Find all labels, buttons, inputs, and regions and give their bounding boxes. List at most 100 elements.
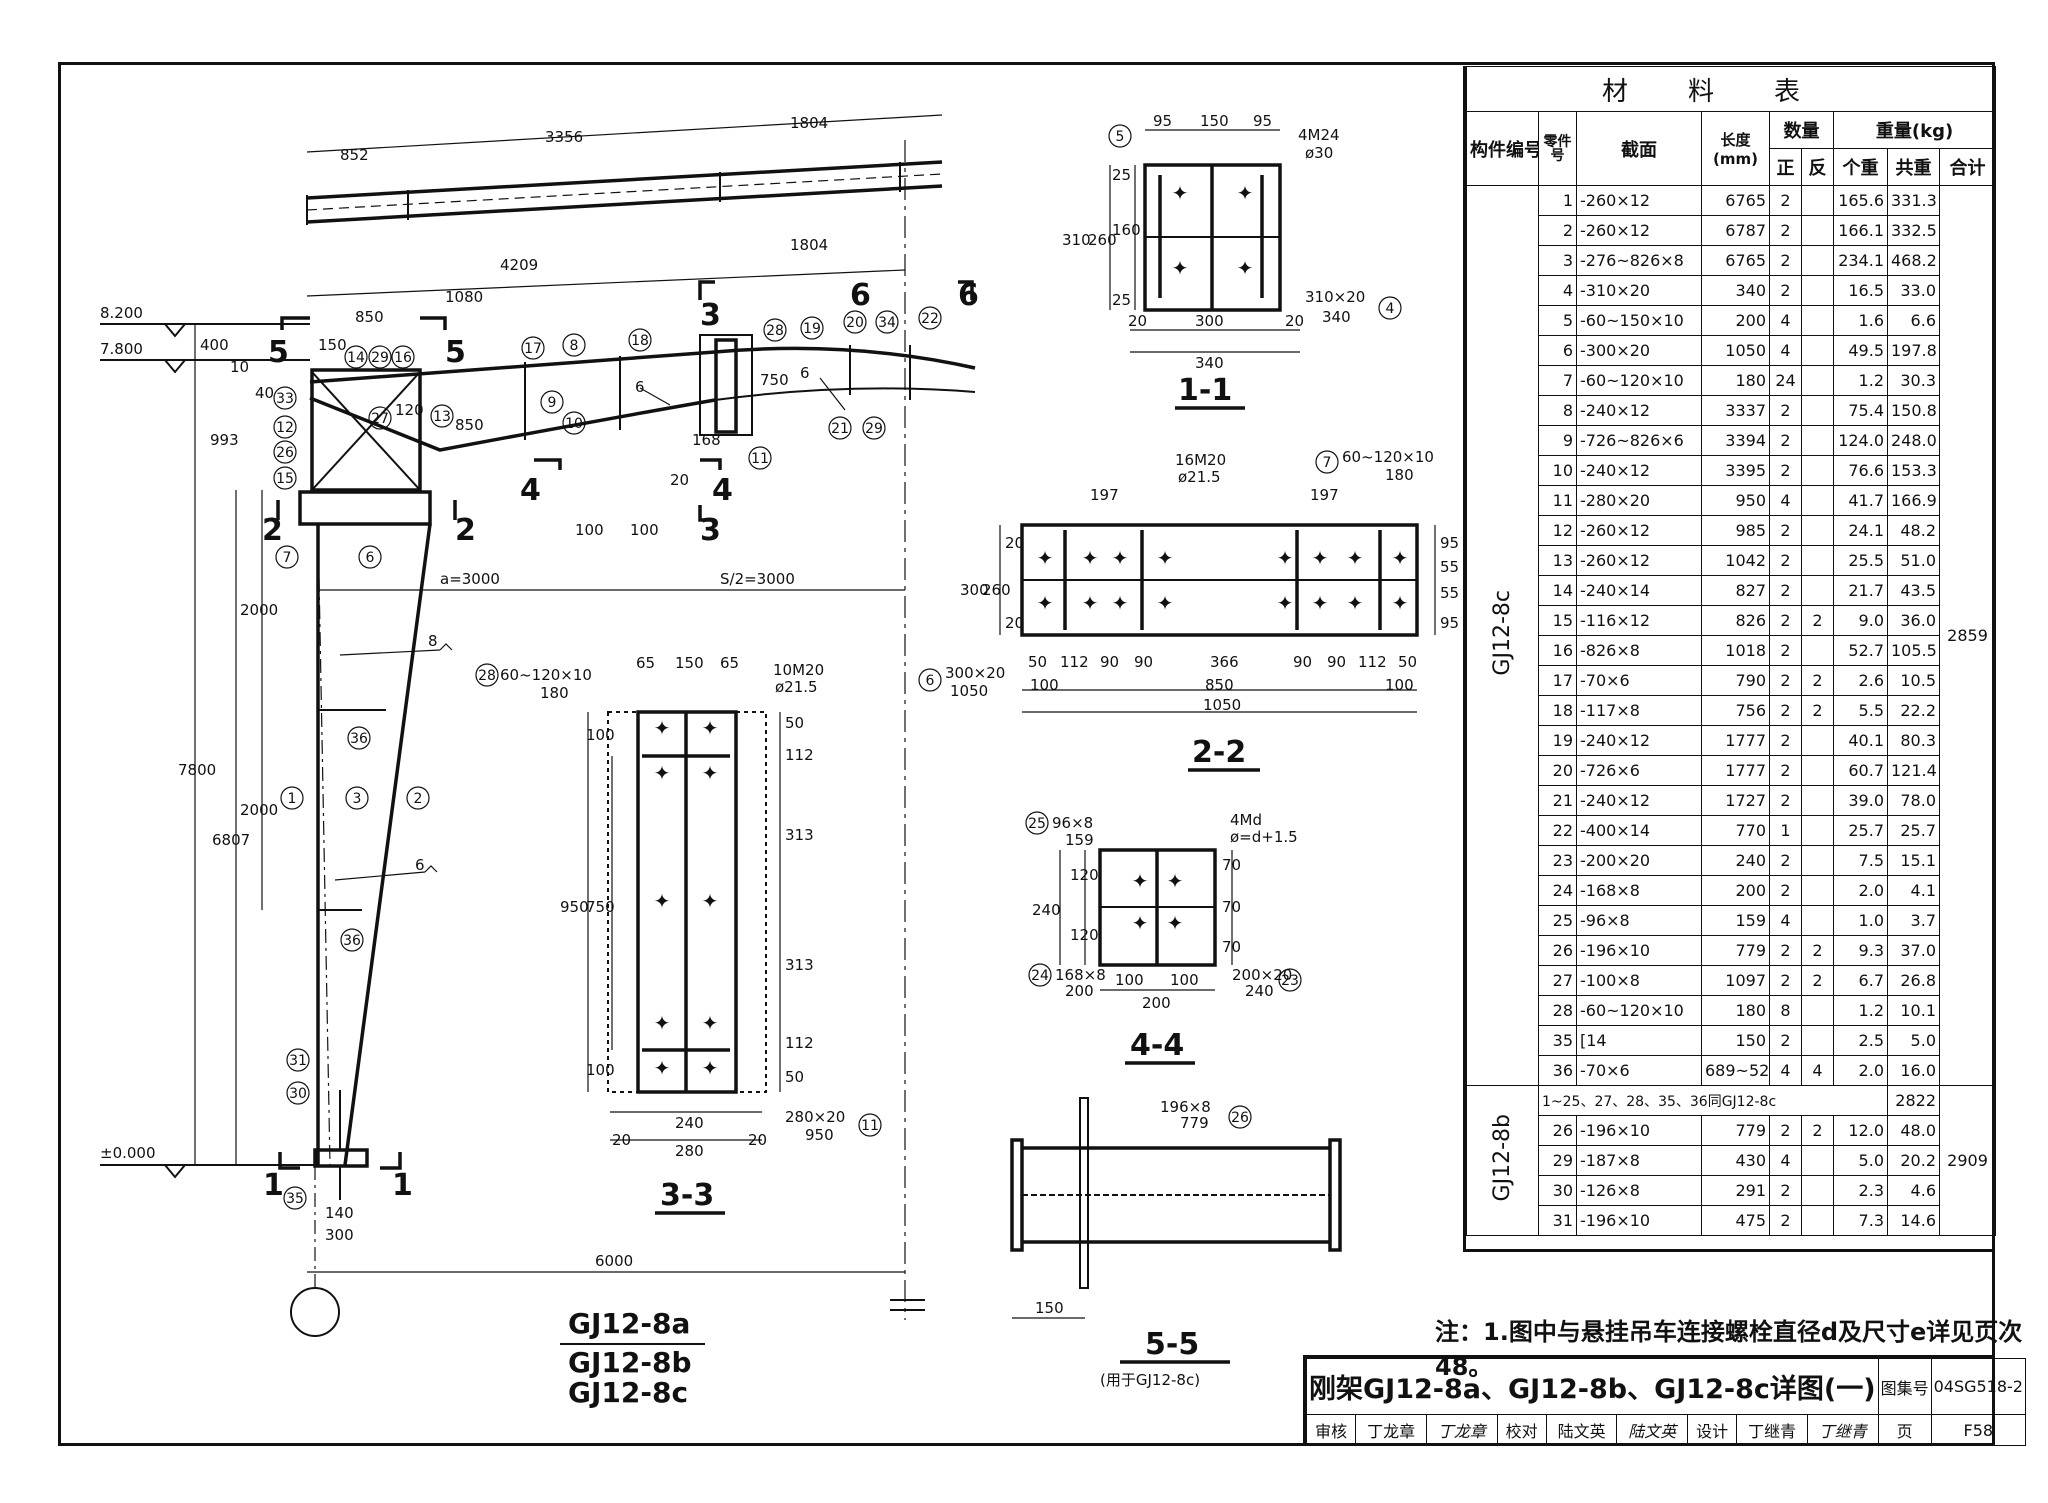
cell-length: 1042	[1701, 545, 1770, 576]
shared-weight: 2822	[1887, 1085, 1940, 1116]
cell-length: 1777	[1701, 725, 1770, 756]
cell-length: 3394	[1701, 425, 1770, 456]
dim-100a: 100	[575, 521, 604, 539]
s11-dim-95b: 95	[1253, 112, 1272, 130]
cell-part-no: 10	[1538, 455, 1577, 486]
cell-weight-each: 6.7	[1833, 965, 1888, 996]
cell-weight-each: 40.1	[1833, 725, 1888, 756]
svg-text:3: 3	[353, 791, 362, 807]
cell-qty-pos: 2	[1769, 605, 1802, 636]
cell-section: -187×8	[1576, 1145, 1702, 1176]
cell-qty-pos: 2	[1769, 455, 1802, 486]
cell-weight-total: 6.6	[1887, 305, 1940, 336]
svg-text:✦: ✦	[1277, 591, 1294, 615]
cell-weight-each: 7.3	[1833, 1205, 1888, 1236]
cell-length: 827	[1701, 575, 1770, 606]
svg-text:24: 24	[1031, 968, 1049, 984]
elevation-7800: 7.800	[100, 340, 143, 358]
cell-part-no: 20	[1538, 755, 1577, 786]
cell-qty-pos: 2	[1769, 665, 1802, 696]
svg-text:✦: ✦	[1347, 546, 1364, 570]
group-sum-b: 2909	[1938, 1085, 1997, 1236]
dim-750: 750	[760, 371, 789, 389]
dim-6000: 6000	[595, 1252, 633, 1270]
s11-hole: ø30	[1305, 144, 1333, 162]
s44-dim-240: 240	[1032, 901, 1061, 919]
cell-weight-total: 10.1	[1887, 995, 1940, 1026]
cell-weight-total: 51.0	[1887, 545, 1940, 576]
cell-part-no: 26	[1538, 935, 1577, 966]
cell-length: 180	[1701, 365, 1770, 396]
design-label: 设计	[1687, 1414, 1738, 1446]
svg-text:20: 20	[846, 315, 864, 331]
cell-part-no: 2	[1538, 215, 1577, 246]
checker-name: 陆文英	[1545, 1414, 1618, 1446]
cell-qty-pos: 2	[1769, 1115, 1802, 1146]
cell-qty-pos: 2	[1769, 545, 1802, 576]
cell-part-no: 6	[1538, 335, 1577, 366]
s33-dim-100b: 100	[586, 1061, 615, 1079]
cell-weight-total: 15.1	[1887, 845, 1940, 876]
cell-section: -60~120×10	[1576, 365, 1702, 396]
group-name-c-text: GJ12-8c	[1490, 589, 1515, 676]
svg-text:16: 16	[394, 350, 412, 366]
reviewer-signature: 丁龙章	[1425, 1414, 1498, 1446]
cell-section: -96×8	[1576, 905, 1702, 936]
cell-section: -240×12	[1576, 725, 1702, 756]
cell-weight-total: 121.4	[1887, 755, 1940, 786]
cell-qty-pos: 2	[1769, 1025, 1802, 1056]
cell-weight-each: 52.7	[1833, 635, 1888, 666]
s44-plate-c: 200×20	[1232, 966, 1292, 984]
cell-length: 1050	[1701, 335, 1770, 366]
dim-300: 300	[325, 1226, 354, 1244]
svg-text:14: 14	[347, 350, 365, 366]
cell-qty-neg	[1801, 1025, 1834, 1056]
review-label: 审核	[1305, 1414, 1357, 1446]
cell-length: 950	[1701, 485, 1770, 516]
cell-length: 180	[1701, 995, 1770, 1026]
svg-text:✦: ✦	[702, 716, 719, 740]
cell-qty-pos: 2	[1769, 515, 1802, 546]
svg-text:✦: ✦	[1172, 181, 1189, 205]
svg-text:✦: ✦	[654, 889, 671, 913]
svg-text:✦: ✦	[1037, 591, 1054, 615]
s33-dim-950: 950	[560, 898, 589, 916]
cell-qty-pos: 4	[1769, 905, 1802, 936]
cut-mark-4a: 4	[520, 473, 541, 508]
s11-plate: 310×20	[1305, 288, 1365, 306]
s22-dim-95a: 95	[1440, 534, 1459, 552]
cell-section: -276~826×8	[1576, 245, 1702, 276]
label-gj12-8b: GJ12-8b	[568, 1346, 692, 1379]
cell-weight-each: 165.6	[1833, 185, 1888, 216]
label-gj12-8c: GJ12-8c	[568, 1376, 688, 1409]
cell-weight-each: 9.3	[1833, 935, 1888, 966]
s33-dim-50a: 50	[785, 714, 804, 732]
dim-20: 20	[670, 471, 689, 489]
cell-qty-pos: 2	[1769, 245, 1802, 276]
cell-section: -240×14	[1576, 575, 1702, 606]
cell-weight-each: 21.7	[1833, 575, 1888, 606]
cell-length: 3395	[1701, 455, 1770, 486]
s33-dim-280: 280	[675, 1142, 704, 1160]
cell-qty-neg	[1801, 845, 1834, 876]
cell-section: -196×10	[1576, 1115, 1702, 1146]
cell-weight-each: 124.0	[1833, 425, 1888, 456]
s44-hole: ø=d+1.5	[1230, 828, 1298, 846]
s33-dim-313b: 313	[785, 956, 814, 974]
cut-mark-2a: 2	[262, 513, 283, 548]
svg-text:✦: ✦	[702, 889, 719, 913]
svg-text:22: 22	[921, 311, 939, 327]
svg-text:26: 26	[1231, 1110, 1249, 1126]
designer-signature: 丁继青	[1806, 1414, 1879, 1446]
page-number: F58	[1930, 1414, 2026, 1446]
s11-dim-300: 300	[1195, 312, 1224, 330]
atlas-number: 04SG518-2	[1930, 1358, 2026, 1415]
s22-hole: ø21.5	[1178, 468, 1221, 486]
